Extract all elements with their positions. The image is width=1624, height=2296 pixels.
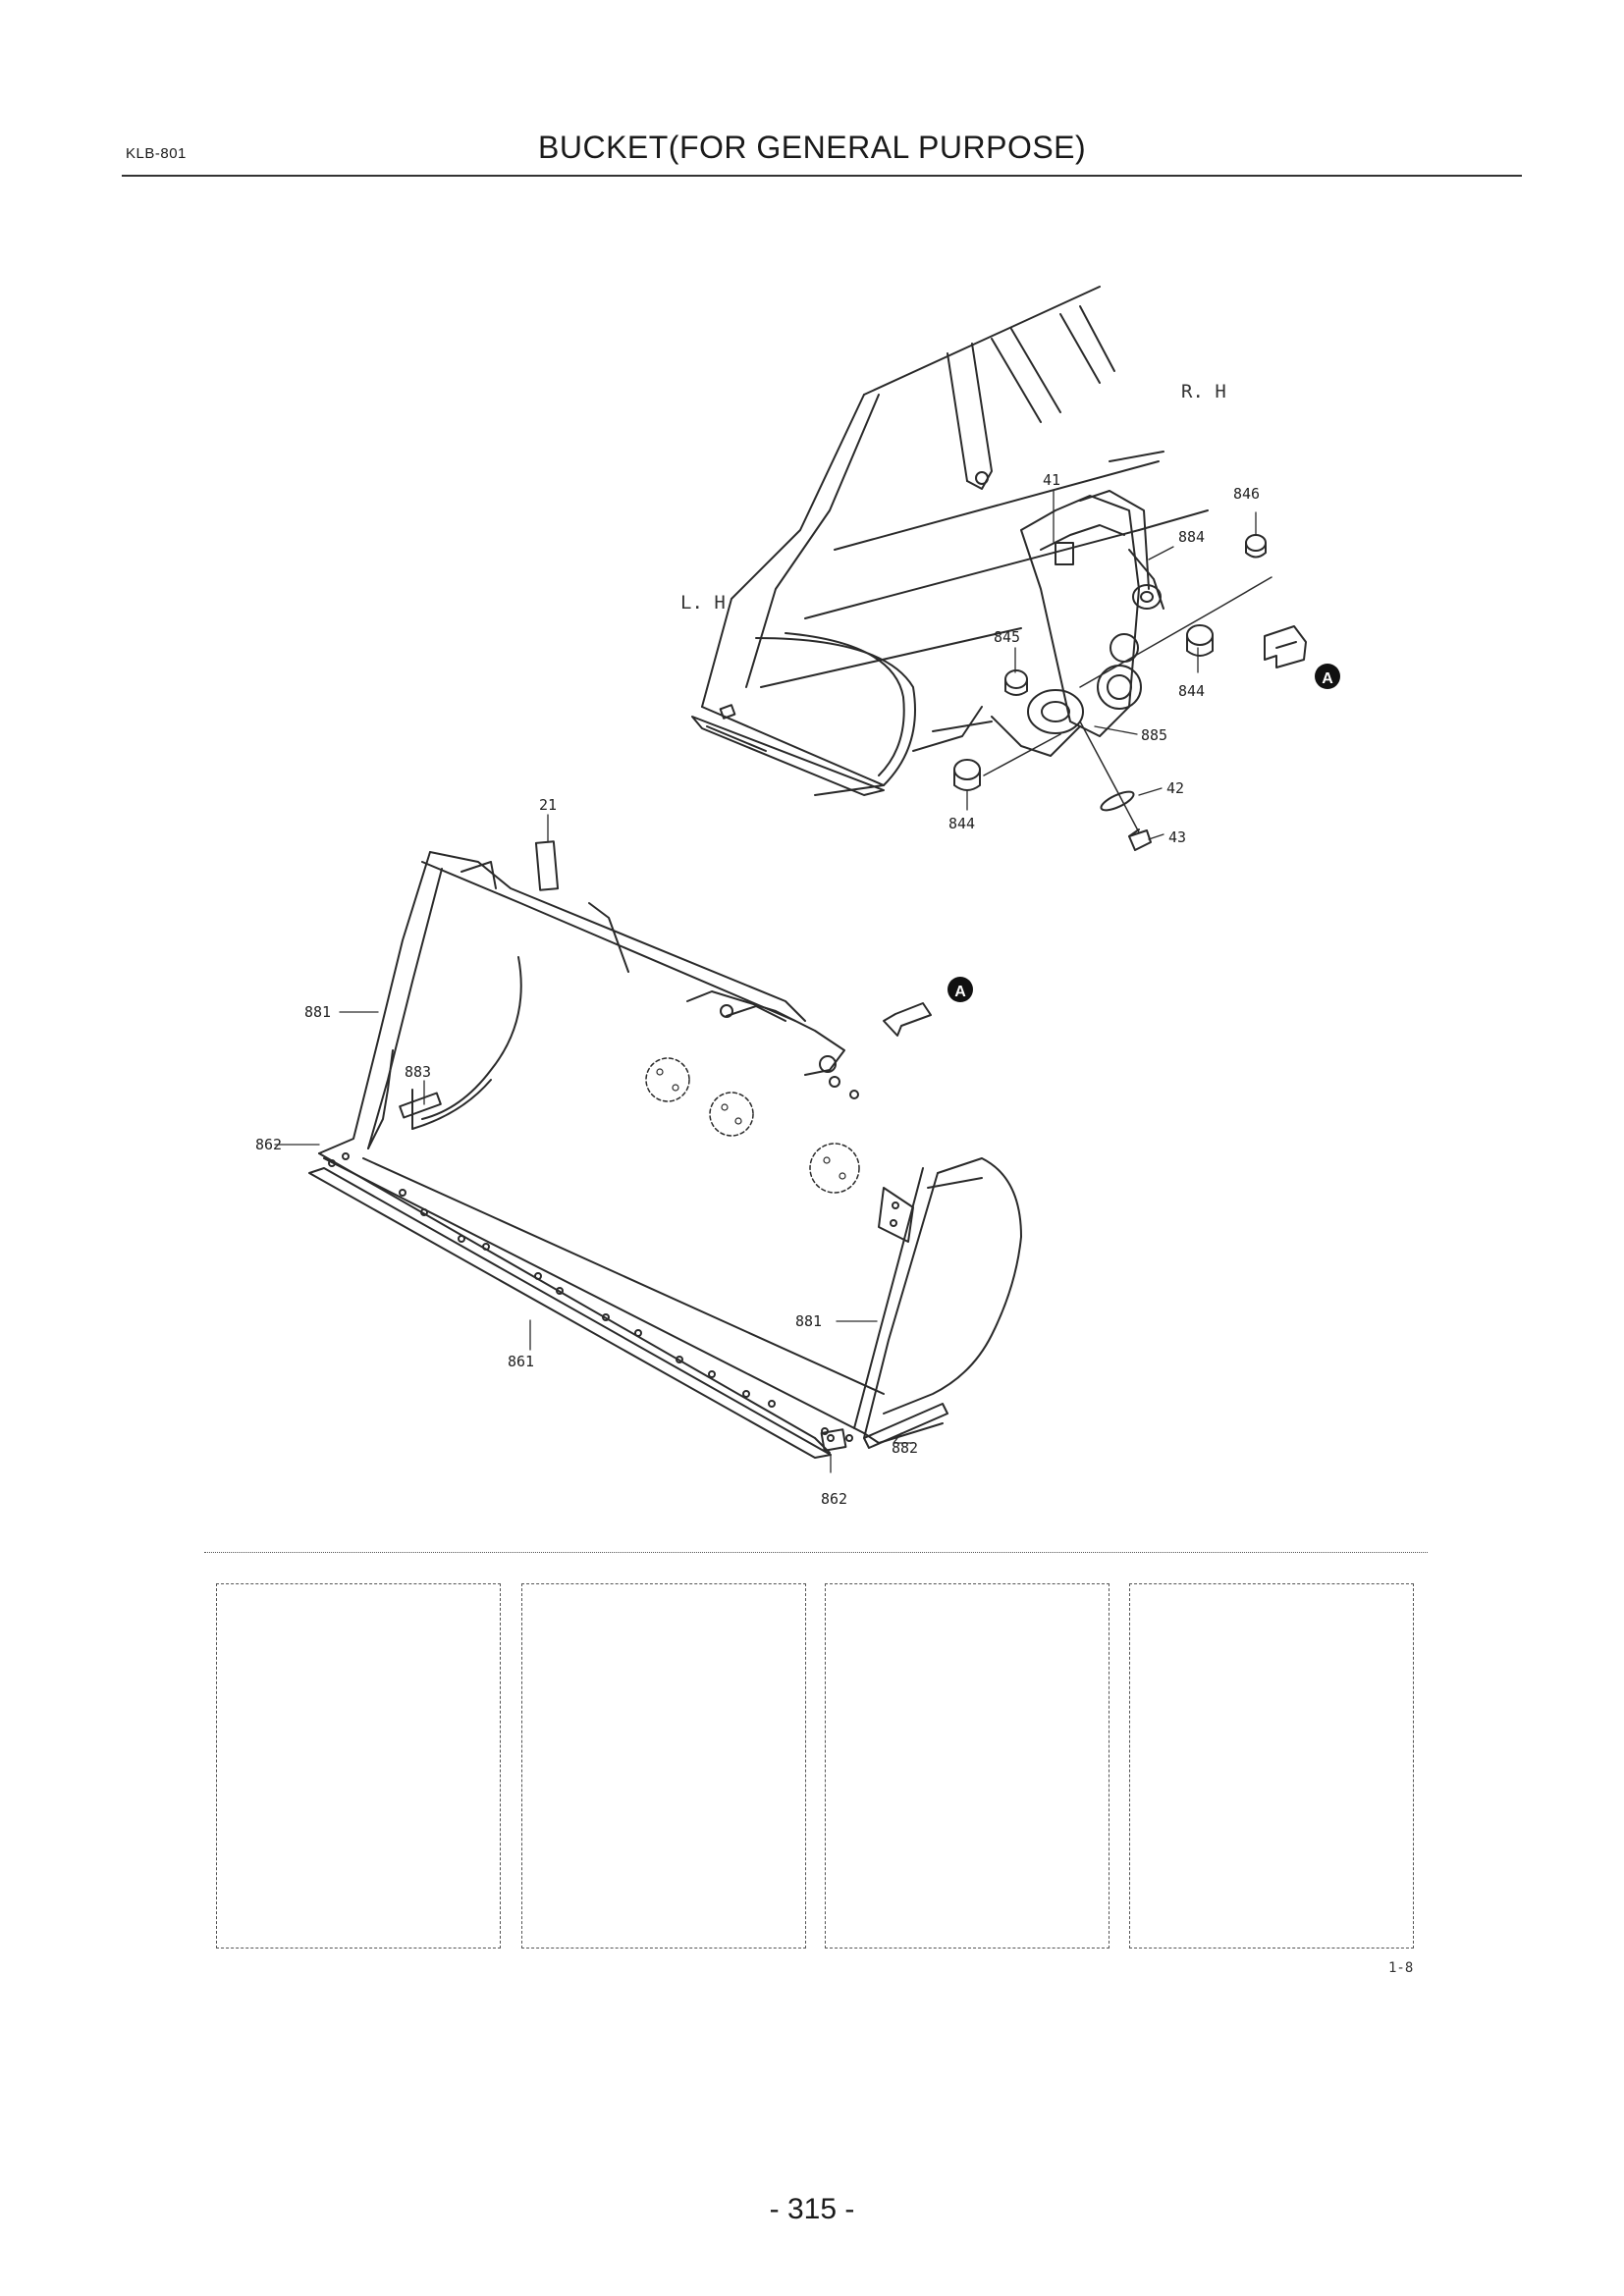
note-box-3 [825,1583,1110,1949]
callout-845: 845 [994,628,1020,646]
callout-846: 846 [1233,485,1260,503]
svg-text:A: A [1322,670,1333,687]
view-arrow-a-upper [1264,625,1307,668]
callout-862-bottom: 862 [821,1490,847,1508]
callout-882: 882 [892,1439,918,1457]
note-box-2 [521,1583,806,1949]
callout-21: 21 [539,796,557,814]
upper-bucket-drawing [691,286,1272,851]
callout-43: 43 [1168,828,1186,846]
page-number: - 315 - [769,2193,855,2225]
bushing-844-left [953,759,981,791]
document-code: KLB-801 [126,145,187,162]
lower-bucket-drawing [308,840,1022,1459]
note-box-1 [216,1583,501,1949]
bolt-43 [1128,828,1152,851]
figure-reference: 1-8 [1388,1960,1414,1976]
parts-diagram: A A R. H L. H 41 846 884 845 844 885 42 … [255,286,1340,1508]
callout-41: 41 [1043,471,1060,489]
callout-42: 42 [1166,779,1184,797]
callout-884: 884 [1178,528,1205,546]
callout-881-right: 881 [795,1312,822,1330]
callout-862-left: 862 [255,1136,282,1153]
callout-844-right: 844 [1178,682,1205,700]
view-marker-lower: A [947,977,973,1002]
note-box-4 [1129,1583,1414,1949]
view-marker-upper: A [1315,664,1340,689]
bushing-846 [1245,534,1267,559]
svg-text:A: A [954,984,966,1000]
leader-lines [274,490,1257,1473]
right-hand-label: R. H [1181,381,1226,402]
callout-844-left: 844 [948,815,975,832]
callout-885: 885 [1141,726,1167,744]
bushing-844-right [1186,624,1214,657]
callout-881-left: 881 [304,1003,331,1021]
callout-861: 861 [508,1353,534,1370]
view-arrow-a-lower [883,1002,932,1037]
section-divider [204,1552,1428,1553]
callout-883: 883 [405,1063,431,1081]
left-hand-label: L. H [680,592,726,614]
header-rule [122,175,1522,177]
page-title: BUCKET(FOR GENERAL PURPOSE) [538,130,1087,165]
bushing-845 [1004,669,1028,696]
shim-42 [1100,790,1135,812]
